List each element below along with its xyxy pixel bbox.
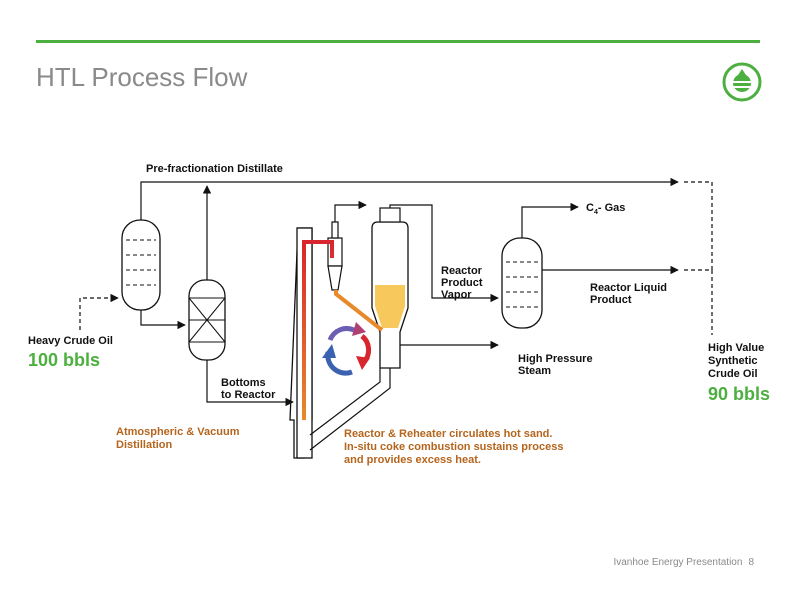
sand-transfer-line [309, 368, 381, 436]
page-number: 8 [748, 557, 754, 568]
prefractionation-column [121, 219, 161, 311]
steam-label-2: Steam [518, 365, 551, 377]
vapor-label-2: Product [441, 277, 483, 289]
output-label-1: High Value [708, 342, 764, 354]
heavy-crude-qty: 100 bbls [28, 350, 100, 370]
reactor-note-2: In-situ coke combustion sustains process [344, 441, 563, 453]
c4-subscript: 4 [594, 209, 598, 216]
vapor-label-3: Vapor [441, 289, 472, 301]
reactor-note-3: and provides excess heat. [344, 454, 481, 466]
slide-title: HTL Process Flow [36, 62, 248, 92]
prefractionation-label: Pre-fractionation Distillate [146, 163, 283, 175]
c4-prefix: C [586, 202, 594, 214]
steam-label-1: High Pressure [518, 353, 593, 365]
vapor-label-1: Reactor [441, 265, 483, 277]
liquid-product-label-2: Product [590, 294, 632, 306]
hot-sand-line [302, 240, 334, 420]
atmospheric-vacuum-column [188, 279, 226, 361]
c4-gas-label: C4- Gas [586, 202, 625, 216]
footer-text: Ivanhoe Energy Presentation [613, 557, 743, 568]
bottoms-label-2: to Reactor [221, 389, 276, 401]
heavy-crude-label: Heavy Crude Oil [28, 335, 113, 347]
atm-distillation-label-1: Atmospheric & Vacuum [116, 426, 240, 438]
sand-return-line [334, 290, 384, 332]
ivanhoe-energy-logo-icon [722, 62, 762, 102]
atm-distillation-label-2: Distillation [116, 439, 173, 451]
slide-footer: Ivanhoe Energy Presentation 8 [613, 557, 754, 568]
reactor-note-1: Reactor & Reheater circulates hot sand. [344, 428, 552, 440]
output-label-2: Synthetic [708, 355, 758, 367]
output-qty: 90 bbls [708, 384, 770, 404]
product-separator-column [501, 237, 543, 329]
flow-lines [79, 177, 713, 407]
liquid-product-label-1: Reactor Liquid [590, 282, 667, 294]
reheater-vessel [371, 207, 409, 369]
output-label-3: Crude Oil [708, 368, 758, 380]
c4-suffix: - Gas [598, 202, 626, 214]
circulation-cycle-icon [322, 322, 372, 376]
top-rule [36, 40, 760, 43]
bottoms-label-1: Bottoms [221, 377, 266, 389]
reactor-riser [289, 227, 313, 459]
